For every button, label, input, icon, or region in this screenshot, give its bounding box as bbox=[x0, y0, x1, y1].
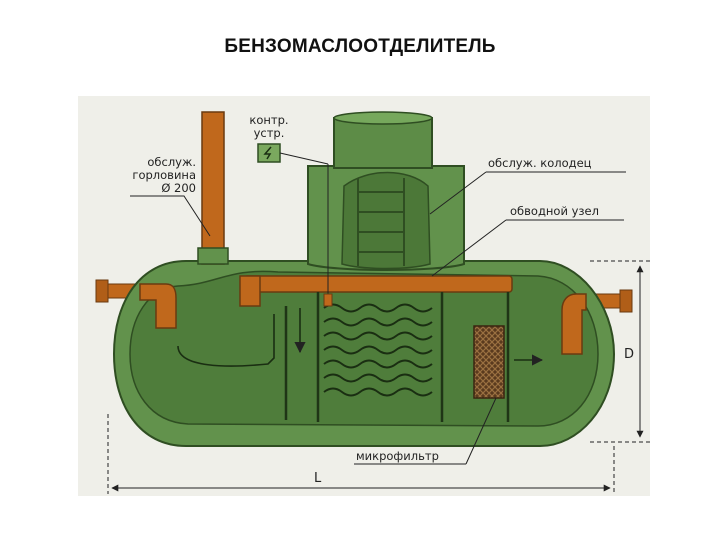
label-service-neck-line2: горловина bbox=[132, 168, 196, 182]
inlet-elbow bbox=[139, 283, 177, 329]
label-service-neck-line1: обслуж. bbox=[147, 155, 196, 169]
label-service-well: обслуж. колодец bbox=[488, 156, 592, 170]
microfilter-block bbox=[473, 325, 505, 399]
float-sensor bbox=[323, 293, 333, 307]
label-control-unit-line1: контр. bbox=[249, 113, 288, 127]
control-unit bbox=[257, 143, 333, 307]
bypass-pipe bbox=[239, 275, 513, 307]
outlet-elbow bbox=[561, 293, 587, 355]
label-control-unit-line2: устр. bbox=[254, 126, 285, 140]
label-service-neck-line3: Ø 200 bbox=[161, 181, 196, 195]
inlet-pipe bbox=[95, 279, 141, 303]
page-title: БЕНЗОМАСЛООТДЕЛИТЕЛЬ bbox=[224, 36, 496, 57]
well-ladder bbox=[357, 178, 405, 266]
label-dimension-l: L bbox=[314, 471, 322, 486]
label-bypass-unit: обводной узел bbox=[510, 204, 599, 218]
dimension-l bbox=[107, 414, 615, 494]
coalescing-plates bbox=[323, 303, 433, 397]
flow-arrows bbox=[177, 308, 544, 367]
label-microfilter: микрофильтр bbox=[356, 449, 439, 463]
label-dimension-d: D bbox=[624, 347, 634, 362]
dimension-d bbox=[590, 260, 650, 443]
leader-lines bbox=[130, 171, 626, 465]
service-neck-pipe bbox=[197, 111, 229, 265]
service-well bbox=[307, 111, 465, 271]
partitions bbox=[284, 292, 510, 422]
separator-diagram: контр. устр. обслуж. горловина Ø 200 обс… bbox=[78, 96, 650, 496]
